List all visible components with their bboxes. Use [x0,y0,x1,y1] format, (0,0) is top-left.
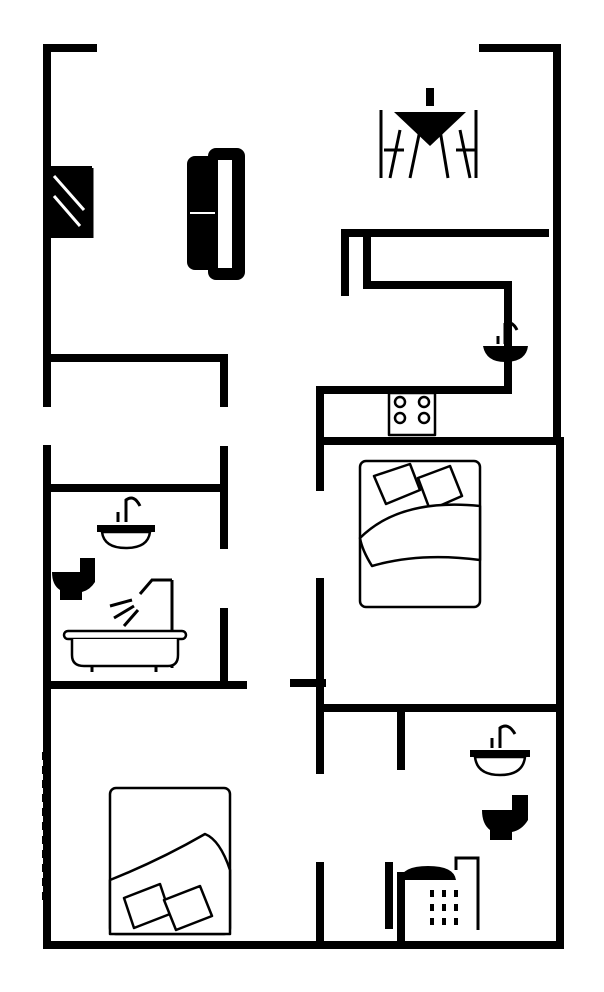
bed-icon [108,786,232,936]
dining-table-icon [379,88,478,179]
bathroom-sink-icon [97,496,155,550]
bathtub-icon [62,629,188,672]
bed-icon [358,459,482,609]
sofa-icon [187,148,245,280]
tv-icon [44,166,94,238]
kitchen-sink-icon [483,321,528,362]
shower-icon [109,578,174,668]
shower-icon [400,856,480,930]
bathroom-sink-icon [470,724,530,777]
toilet-icon [52,558,95,600]
toilet-icon [482,795,528,840]
stove-icon [387,391,437,437]
